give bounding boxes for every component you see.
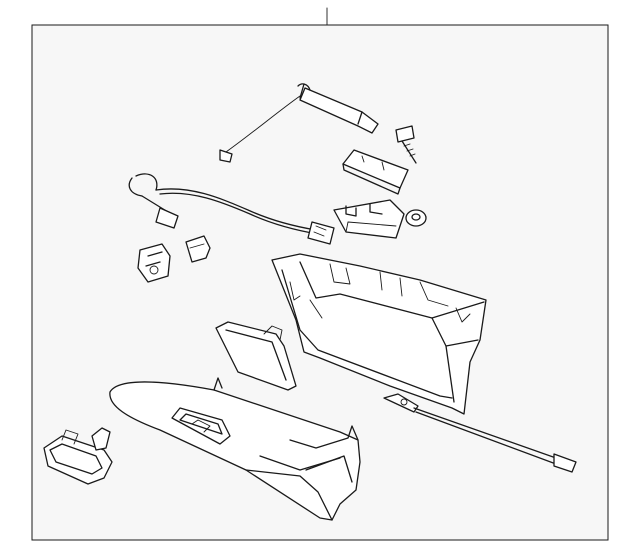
rubber-grommet: [405, 209, 427, 227]
latch-bracket: [342, 149, 409, 195]
connector-socket: [137, 243, 171, 283]
mounting-screw: [395, 125, 417, 164]
glove-box-door: [109, 377, 361, 521]
wire-harness: [128, 173, 335, 245]
glove-box-bin: [271, 253, 487, 415]
clip-connector: [185, 235, 211, 263]
grab-handle-rod: [219, 83, 379, 163]
damper-strap: [383, 393, 577, 473]
lamp-lens: [215, 321, 297, 391]
striker-latch: [333, 199, 405, 239]
door-handle-latch: [43, 427, 113, 485]
